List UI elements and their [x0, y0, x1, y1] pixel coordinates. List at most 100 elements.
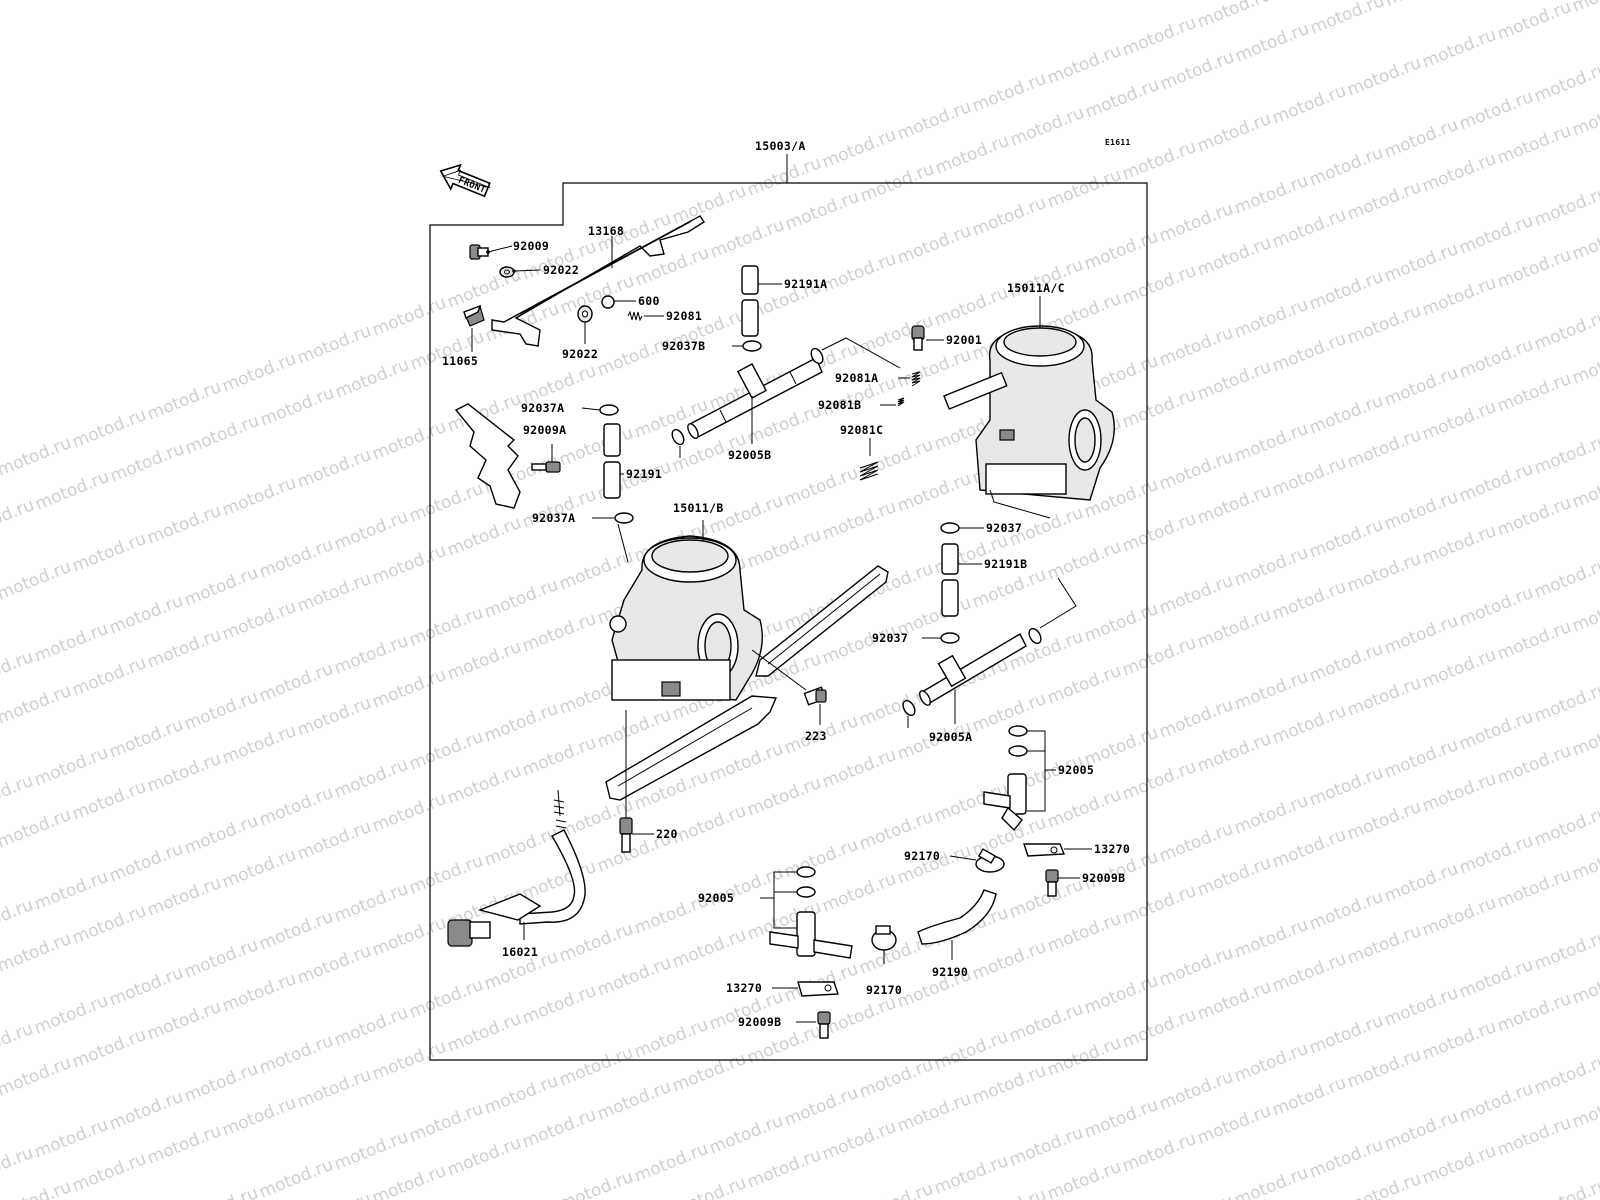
watermark-text: motod.ru	[594, 1077, 674, 1125]
watermark-text: motod.ru	[1381, 239, 1461, 287]
o-ring-92005-center-1	[796, 866, 816, 878]
watermark-text: motod.ru	[1269, 1073, 1349, 1121]
watermark-text: motod.ru	[369, 293, 449, 341]
watermark-text: motod.ru	[1456, 87, 1536, 135]
watermark-text: motod.ru	[744, 401, 824, 449]
watermark-text: motod.ru	[1419, 397, 1499, 445]
watermark-text: motod.ru	[369, 665, 449, 713]
watermark-text: motod.ru	[369, 789, 449, 837]
watermark-text: motod.ru	[744, 525, 824, 573]
watermark-text: motod.ru	[1156, 571, 1236, 619]
watermark-text: motod.ru	[256, 907, 336, 955]
watermark-text: motod.ru	[1531, 431, 1600, 479]
o-ring-lower-right	[1028, 627, 1042, 645]
watermark-text: motod.ru	[257, 383, 337, 431]
watermark-text: motod.ru	[0, 647, 36, 695]
watermark-text: motod.ru	[1419, 521, 1499, 569]
watermark-text: motod.ru	[69, 653, 149, 701]
watermark-text: motod.ru	[219, 845, 299, 893]
watermark-text: motod.ru	[1156, 695, 1236, 743]
grommet-11065	[463, 304, 485, 327]
watermark-text: motod.ru	[519, 1105, 599, 1153]
watermark-text: motod.ru	[744, 1145, 824, 1193]
watermark-text: motod.ru	[1419, 1141, 1499, 1189]
watermark-text: motod.ru	[969, 565, 1049, 613]
watermark-text: motod.ru	[0, 805, 74, 853]
watermark-text: motod.ru	[1231, 295, 1311, 343]
watermark-text: motod.ru	[481, 699, 561, 747]
watermark-text: motod.ru	[1081, 1095, 1161, 1143]
watermark-text: motod.ru	[1157, 47, 1237, 95]
label-92005-right: 92005	[1058, 763, 1094, 777]
spring-92081C	[859, 461, 879, 481]
label-92081B: 92081B	[818, 398, 861, 412]
sleeve-92191B	[941, 543, 959, 617]
watermark-text: motod.ru	[444, 637, 524, 685]
watermark-text: motod.ru	[1231, 419, 1311, 467]
watermark-text: motod.ru	[256, 1031, 336, 1079]
watermark-text: motod.ru	[1381, 611, 1461, 659]
watermark-text: motod.ru	[331, 1003, 411, 1051]
watermark-text: motod.ru	[1344, 425, 1424, 473]
clip-92037-lower	[940, 632, 960, 644]
ball-600	[601, 295, 615, 309]
watermark-text: motod.ru	[1307, 0, 1387, 39]
watermark-text: motod.ru	[631, 1139, 711, 1187]
watermark-text: motod.ru	[1494, 741, 1574, 789]
watermark-text: motod.ru	[219, 597, 299, 645]
watermark-text: motod.ru	[181, 1059, 261, 1107]
watermark-text: motod.ru	[406, 603, 486, 651]
o-ring-92005-right-2	[1008, 745, 1028, 757]
watermark-text: motod.ru	[706, 1111, 786, 1159]
washer-92022-lower	[577, 305, 593, 323]
watermark-text: motod.ru	[931, 1027, 1011, 1075]
watermark-text: motod.ru	[1494, 1113, 1574, 1161]
watermark-text: motod.ru	[1494, 245, 1574, 293]
watermark-text: motod.ru	[1569, 341, 1600, 389]
watermark-text: motod.ru	[331, 631, 411, 679]
watermark-text: motod.ru	[707, 215, 787, 263]
watermark-text: motod.ru	[856, 1055, 936, 1103]
watermark-text: motod.ru	[819, 1117, 899, 1165]
watermark-text: motod.ru	[1306, 143, 1386, 191]
watermark-text: motod.ru	[1194, 357, 1274, 405]
watermark-text: motod.ru	[1007, 103, 1087, 151]
watermark-text: motod.ru	[1231, 915, 1311, 963]
label-92037A-upper: 92037A	[521, 401, 564, 415]
watermark-text: motod.ru	[819, 993, 899, 1041]
watermark-text: motod.ru	[856, 807, 936, 855]
watermark-text: motod.ru	[69, 777, 149, 825]
watermark-text: motod.ru	[894, 469, 974, 517]
watermark-text: motod.ru	[481, 575, 561, 623]
watermark-text: motod.ru	[744, 773, 824, 821]
watermark-text: motod.ru	[1419, 1017, 1499, 1065]
watermark-text: motod.ru	[1344, 53, 1424, 101]
watermark-text: motod.ru	[0, 557, 74, 605]
watermark-text: motod.ru	[1344, 1045, 1424, 1093]
label-92005B: 92005B	[728, 448, 771, 462]
watermark-text: motod.ru	[1194, 729, 1274, 777]
watermark-text: motod.ru	[331, 507, 411, 555]
watermark-text: motod.ru	[1156, 447, 1236, 495]
watermark-text: motod.ru	[1006, 1123, 1086, 1171]
watermark-text: motod.ru	[631, 1015, 711, 1063]
watermark-text: motod.ru	[1269, 949, 1349, 997]
watermark-text: motod.ru	[294, 693, 374, 741]
watermark-text: motod.ru	[1569, 465, 1600, 513]
watermark-text: motod.ru	[669, 925, 749, 973]
watermark-text: motod.ru	[0, 1053, 74, 1101]
watermark-text: motod.ru	[1194, 109, 1274, 157]
watermark-text: motod.ru	[1456, 831, 1536, 879]
watermark-text: motod.ru	[1119, 633, 1199, 681]
watermark-text: motod.ru	[556, 423, 636, 471]
watermark-text: motod.ru	[444, 1133, 524, 1181]
label-223: 223	[805, 729, 827, 743]
watermark-text: motod.ru	[1381, 1107, 1461, 1155]
watermark-text: motod.ru	[1119, 137, 1199, 185]
watermark-text: motod.ru	[1156, 943, 1236, 991]
watermark-text: motod.ru	[444, 1009, 524, 1057]
carburetor-15011B	[609, 535, 763, 701]
watermark-text: motod.ru	[1156, 1191, 1236, 1200]
o-ring-upper-right	[810, 347, 824, 365]
